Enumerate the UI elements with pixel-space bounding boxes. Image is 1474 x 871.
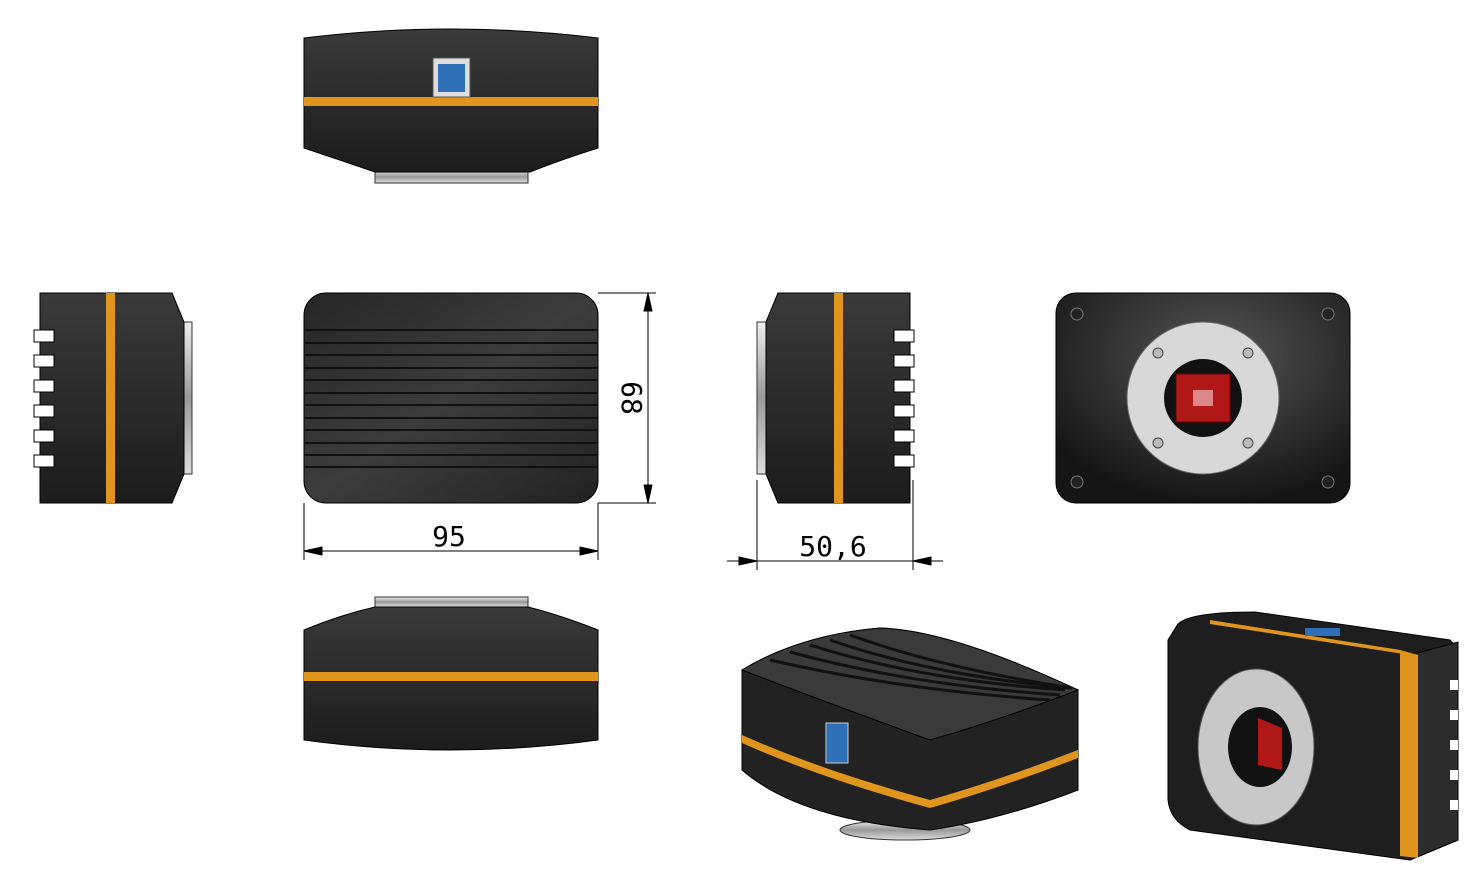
isometric-front-view [1167, 611, 1459, 861]
depth-dimension-label: 50,6 [799, 530, 866, 563]
front-view [1055, 292, 1351, 504]
usb-port-icon [825, 722, 849, 764]
left-side-view [33, 292, 193, 504]
top-view [303, 28, 599, 184]
back-view [303, 292, 599, 504]
width-dimension-label: 95 [432, 520, 466, 553]
dimension-lines [303, 292, 943, 570]
isometric-back-view [740, 627, 1080, 841]
height-dimension-label: 68 [615, 381, 648, 415]
right-side-view [756, 292, 915, 504]
bottom-view [303, 596, 599, 751]
